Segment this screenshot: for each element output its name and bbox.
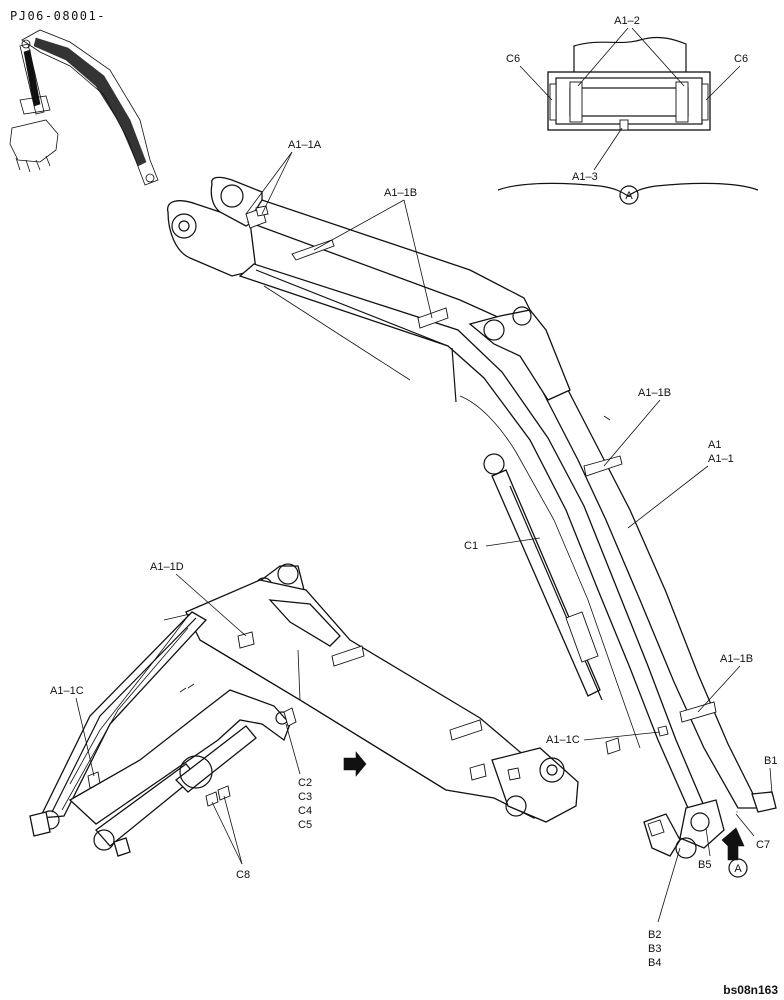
label-a1-1d: A1–1D [150, 561, 184, 573]
label-a-marker: A [734, 863, 742, 875]
detail-marker-a: A [625, 190, 633, 202]
label-c5: C5 [298, 819, 312, 831]
label-b5: B5 [698, 859, 711, 871]
label-c6-left: C6 [506, 53, 520, 65]
label-a1-3: A1–3 [572, 171, 598, 183]
label-a1-1b-top: A1–1B [384, 187, 417, 199]
main-boom [167, 176, 777, 859]
label-c1: C1 [464, 540, 478, 552]
label-a1-1a: A1–1A [288, 139, 322, 151]
label-c6-right: C6 [734, 53, 748, 65]
label-a1-1b-mid: A1–1B [638, 387, 671, 399]
label-b1: B1 [764, 755, 777, 767]
label-c2: C2 [298, 777, 312, 789]
part-code: PJ06-08001- [10, 9, 106, 23]
label-a1-1: A1–1 [708, 453, 734, 465]
label-a1-2: A1–2 [614, 15, 640, 27]
label-a1: A1 [708, 439, 721, 451]
label-b2: B2 [648, 929, 661, 941]
label-c3: C3 [298, 791, 312, 803]
lower-arm [29, 563, 579, 857]
label-c7: C7 [756, 839, 770, 851]
label-a1-1b-low: A1–1B [720, 653, 753, 665]
label-a1-1c-left: A1–1C [50, 685, 84, 697]
figure-id: bs08n163 [723, 983, 778, 997]
excavator-thumbnail-icon [9, 29, 159, 186]
direction-arrow-icon [343, 751, 367, 777]
label-c4: C4 [298, 805, 312, 817]
label-b4: B4 [648, 957, 661, 969]
label-c8: C8 [236, 869, 250, 881]
label-a1-1c-right: A1–1C [546, 734, 580, 746]
label-b3: B3 [648, 943, 661, 955]
view-arrow-icon [721, 827, 745, 861]
detail-view-a: A A1–2 C6 C6 A1–3 [497, 15, 759, 205]
